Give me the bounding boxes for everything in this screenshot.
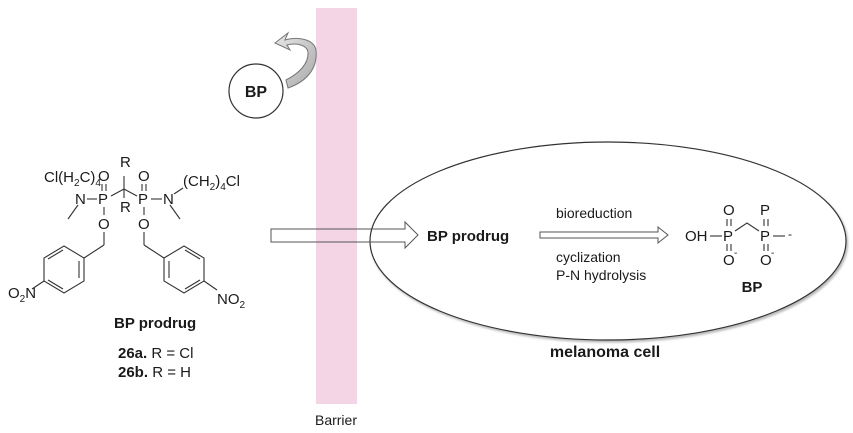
svg-text:O: O (98, 168, 110, 185)
bp-circle-label: BP (245, 84, 268, 101)
svg-text:P: P (138, 191, 148, 208)
cyclization-label: cyclization (556, 249, 621, 265)
svg-text:NO2: NO2 (217, 291, 246, 311)
svg-text:O: O (138, 168, 150, 185)
svg-text:-: - (734, 248, 737, 259)
svg-text:P: P (98, 191, 108, 208)
svg-text:N: N (75, 191, 86, 208)
svg-text:P: P (760, 202, 770, 219)
svg-text:O2N: O2N (8, 285, 36, 305)
svg-text:O: O (760, 252, 772, 269)
svg-text:O: O (98, 216, 110, 233)
svg-text:R: R (120, 154, 131, 171)
bp-product-label: BP (742, 279, 763, 296)
prodrug-structure: Cl(H2C)4 N P O O R R P O O N (CH2) (8, 154, 246, 311)
cell-prodrug-label: BP prodrug (427, 228, 509, 245)
melanoma-cell-label: melanoma cell (550, 344, 660, 361)
barrier-label: Barrier (315, 412, 357, 428)
barrier (316, 8, 357, 404)
prodrug-name: BP prodrug (114, 315, 196, 332)
bp-circle (228, 63, 284, 119)
svg-text:-: - (788, 227, 792, 241)
svg-text:P: P (723, 228, 733, 245)
svg-text:-: - (771, 248, 774, 259)
efflux-curved-arrow (274, 31, 317, 89)
variant-26b: 26b. R = H (118, 364, 191, 381)
svg-text:R: R (120, 199, 131, 216)
svg-text:OH: OH (685, 228, 708, 245)
svg-text:N: N (163, 191, 174, 208)
svg-text:P: P (760, 228, 770, 245)
transport-arrow (270, 220, 419, 250)
melanoma-cell (369, 141, 847, 341)
pn-hydrolysis-label: P-N hydrolysis (556, 267, 646, 283)
svg-text:(CH2)4Cl: (CH2)4Cl (183, 173, 240, 193)
variant-26a: 26a. R = Cl (118, 345, 193, 362)
conversion-arrow (539, 225, 669, 245)
svg-text:Cl(H2C)4: Cl(H2C)4 (44, 169, 101, 189)
svg-text:O: O (138, 216, 150, 233)
svg-text:O: O (723, 252, 735, 269)
bioreduction-label: bioreduction (556, 205, 632, 221)
svg-text:O: O (723, 202, 735, 219)
bp-product-structure: OH P O O - P P O - - BP (685, 202, 792, 296)
